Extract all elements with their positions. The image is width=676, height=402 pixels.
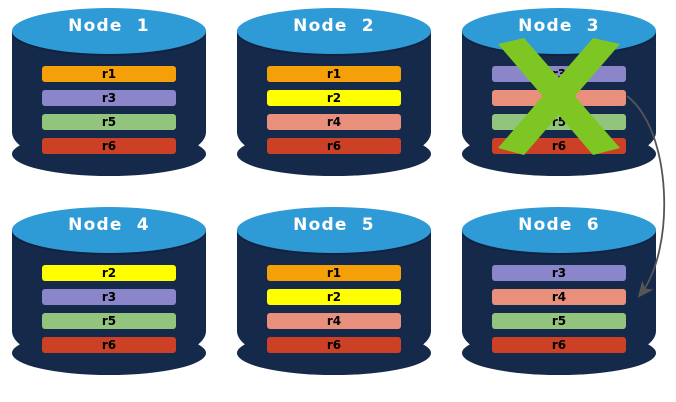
replica-bar[interactable]: r4 (492, 90, 626, 106)
database-node-2[interactable]: Node 2 r1 r2 r4 r6 (237, 8, 431, 188)
replica-bar[interactable]: r2 (267, 90, 401, 106)
node-label: Node 2 (293, 16, 375, 36)
replica-bar[interactable]: r3 (42, 289, 176, 305)
replica-bar[interactable]: r1 (267, 66, 401, 82)
replica-bar[interactable]: r6 (267, 138, 401, 154)
replica-bar[interactable]: r2 (42, 265, 176, 281)
replica-list: r3 r4 r5 r6 (492, 265, 626, 353)
replica-bar[interactable]: r5 (42, 313, 176, 329)
replica-bar[interactable]: r4 (267, 313, 401, 329)
replica-bar[interactable]: r1 (267, 265, 401, 281)
node-top-ellipse (12, 8, 206, 54)
replica-bar[interactable]: r6 (267, 337, 401, 353)
node-top-ellipse (12, 207, 206, 253)
node-top-ellipse (237, 207, 431, 253)
replica-bar[interactable]: r5 (492, 313, 626, 329)
replica-bar[interactable]: r6 (492, 138, 626, 154)
database-node-1[interactable]: Node 1 r1 r3 r5 r6 (12, 8, 206, 188)
node-label: Node 3 (518, 16, 600, 36)
replica-bar[interactable]: r1 (42, 66, 176, 82)
replica-bar[interactable]: r6 (42, 337, 176, 353)
database-node-4[interactable]: Node 4 r2 r3 r5 r6 (12, 207, 206, 387)
replica-bar[interactable]: r5 (42, 114, 176, 130)
replica-bar[interactable]: r2 (267, 289, 401, 305)
replica-list: r1 r2 r4 r6 (267, 66, 401, 154)
node-label: Node 6 (518, 215, 600, 235)
replica-bar[interactable]: r3 (492, 265, 626, 281)
replica-bar[interactable]: r6 (492, 337, 626, 353)
database-node-3[interactable]: Node 3 r3 r4 r5 r6 (462, 8, 656, 188)
replica-bar[interactable]: r3 (42, 90, 176, 106)
node-top-ellipse (462, 207, 656, 253)
database-node-6[interactable]: Node 6 r3 r4 r5 r6 (462, 207, 656, 387)
node-label: Node 4 (68, 215, 150, 235)
replica-bar[interactable]: r6 (42, 138, 176, 154)
replica-bar[interactable]: r5 (492, 114, 626, 130)
replica-list: r3 r4 r5 r6 (492, 66, 626, 154)
node-top-ellipse (237, 8, 431, 54)
replica-list: r1 r3 r5 r6 (42, 66, 176, 154)
node-label: Node 1 (68, 16, 150, 36)
replica-bar[interactable]: r3 (492, 66, 626, 82)
replica-bar[interactable]: r4 (267, 114, 401, 130)
node-label: Node 5 (293, 215, 375, 235)
replica-bar[interactable]: r4 (492, 289, 626, 305)
database-node-5[interactable]: Node 5 r1 r2 r4 r6 (237, 207, 431, 387)
replica-list: r2 r3 r5 r6 (42, 265, 176, 353)
replica-list: r1 r2 r4 r6 (267, 265, 401, 353)
